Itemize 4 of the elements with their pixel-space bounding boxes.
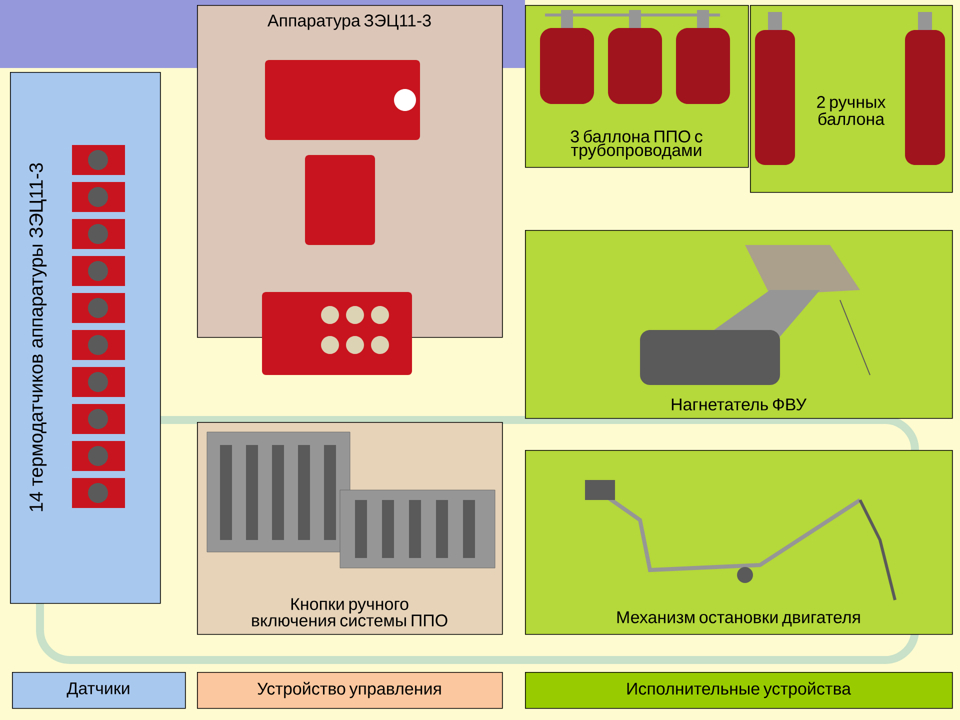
category-box: Датчики <box>12 672 186 709</box>
category-box: Устройство управления <box>197 672 503 709</box>
panel: Механизм остановки двигателя <box>525 450 953 635</box>
category-box: Исполнительные устройства <box>525 672 953 709</box>
